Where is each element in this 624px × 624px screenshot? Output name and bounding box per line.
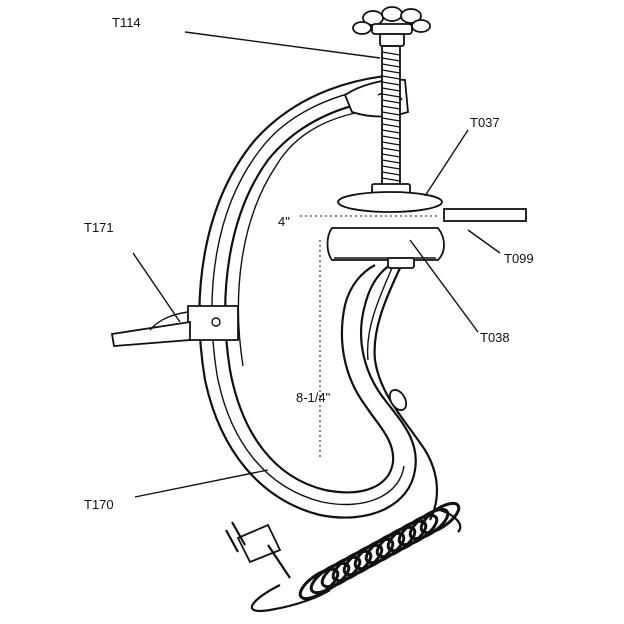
leader-t114	[184, 31, 381, 59]
leader-t171	[132, 252, 181, 323]
label-t037: T037	[470, 115, 500, 130]
heater-cord	[366, 267, 439, 521]
label-t170: T170	[84, 497, 114, 512]
side-mount-bracket	[110, 305, 239, 347]
coiled-power-cord	[250, 501, 462, 613]
label-t171: T171	[84, 220, 114, 235]
upper-pressure-pad	[337, 191, 443, 213]
clamp-screw	[371, 45, 411, 195]
plug	[225, 521, 291, 579]
work-piece-bar	[443, 208, 527, 222]
leader-t099	[467, 229, 501, 254]
label-t038: T038	[480, 330, 510, 345]
hand-knob	[352, 6, 431, 47]
label-t099: T099	[504, 251, 534, 266]
leader-t037	[424, 129, 469, 197]
leader-t038	[409, 239, 479, 333]
throat-depth-dimension: 8-1/4"	[296, 390, 331, 405]
label-t114: T114	[112, 15, 141, 30]
leader-t170	[134, 469, 269, 498]
jaw-opening-dimension: 4"	[278, 214, 290, 229]
heater-platen	[326, 227, 445, 269]
